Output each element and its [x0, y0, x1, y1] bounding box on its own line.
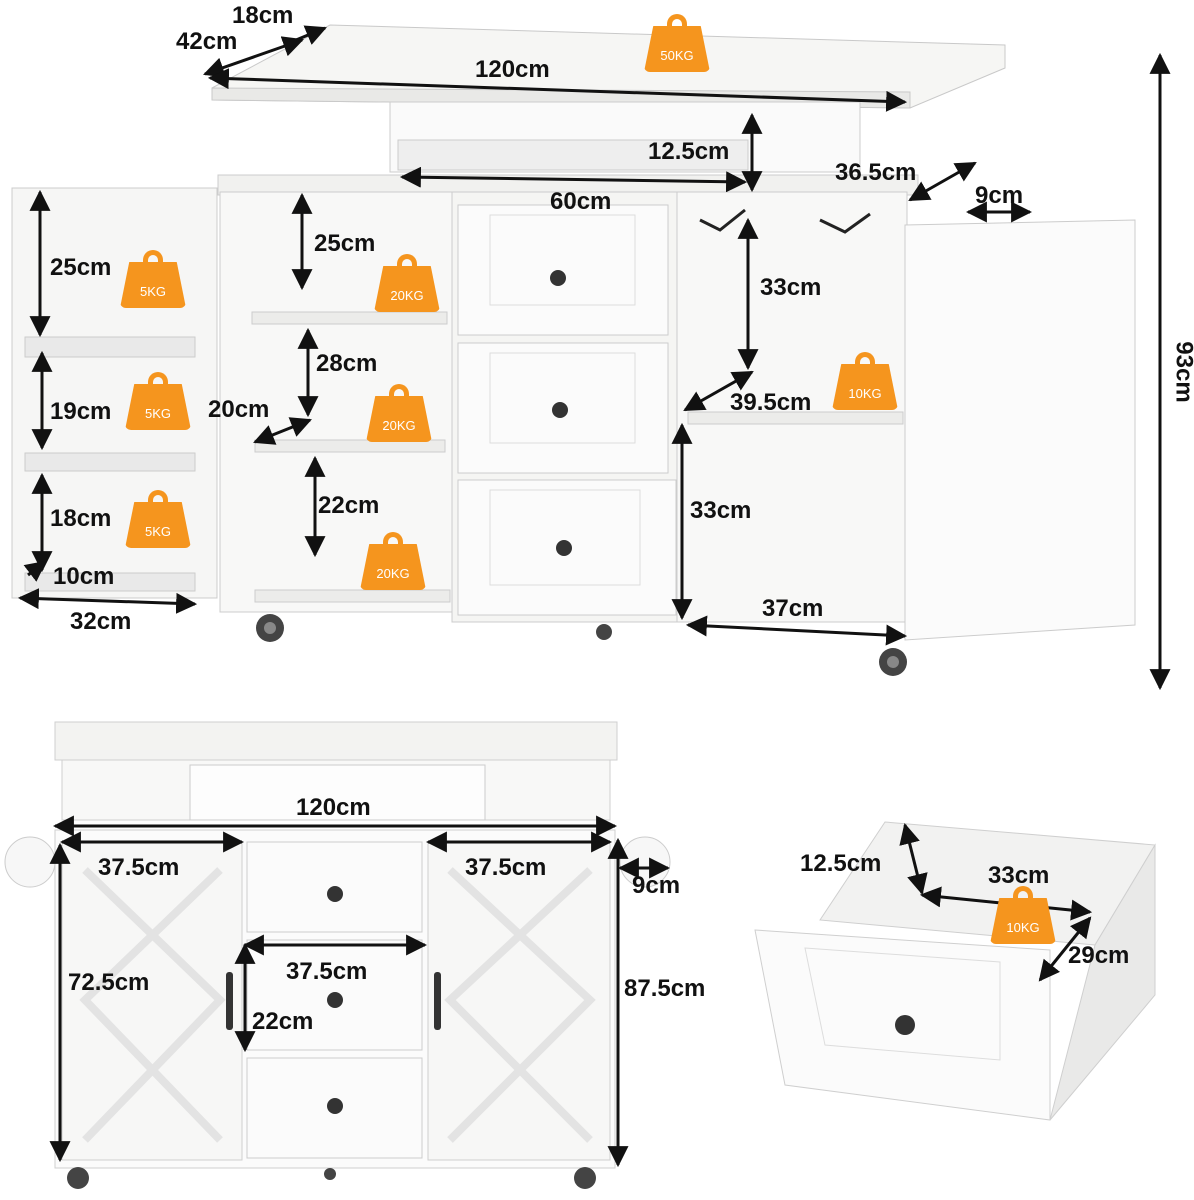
front-dim-width: 120cm — [296, 794, 371, 821]
front-dim-total-height: 87.5cm — [624, 975, 706, 1002]
door-rack-2-load-icon: 5KG — [125, 372, 191, 432]
dim-center-shelf-3: 22cm — [318, 492, 380, 519]
right-shelf-load-icon: 10KG — [832, 352, 898, 412]
dim-right-depth: 39.5cm — [730, 389, 812, 416]
dim-door-width: 32cm — [70, 608, 132, 635]
front-dim-right-cabinet: 37.5cm — [465, 854, 547, 881]
drawer-dim-height: 12.5cm — [800, 850, 882, 877]
front-dim-left-cabinet: 37.5cm — [98, 854, 180, 881]
drawer-2 — [457, 342, 669, 474]
dim-wine-rack-width: 60cm — [550, 188, 612, 215]
dim-center-shelf-1: 25cm — [314, 230, 376, 257]
dim-center-shelf-2: 28cm — [316, 350, 378, 377]
drawer-dim-width: 33cm — [988, 862, 1050, 889]
dim-right-upper: 33cm — [760, 274, 822, 301]
dim-left-door-rack-1: 25cm — [50, 254, 112, 281]
right-door — [904, 219, 1136, 641]
front-dim-door-height: 72.5cm — [68, 969, 150, 996]
island-3d-view — [11, 24, 1136, 676]
dim-wine-rack-height: 12.5cm — [648, 138, 730, 165]
dim-depth: 42cm — [176, 28, 238, 55]
dim-door-rack-depth: 10cm — [53, 563, 115, 590]
dim-height: 93cm — [1170, 341, 1194, 403]
dim-door-rack-2: 19cm — [50, 398, 112, 425]
shelf-1-load-icon: 20KG — [374, 254, 440, 314]
door-rack-1-load-icon: 5KG — [120, 250, 186, 310]
shelf-2-load-icon: 20KG — [366, 384, 432, 444]
dim-center-depth: 20cm — [208, 396, 270, 423]
drawer-1 — [457, 204, 669, 336]
front-dim-drawer-height: 22cm — [252, 1008, 314, 1035]
front-dim-towel-bar: 9cm — [632, 872, 681, 899]
dim-depth-top: 18cm — [232, 2, 294, 29]
dim-door-rack-3: 18cm — [50, 505, 112, 532]
dim-right-lower: 33cm — [690, 497, 752, 524]
front-dim-drawer-width: 37.5cm — [286, 958, 368, 985]
shelf-3-load-icon: 20KG — [360, 532, 426, 592]
front-countertop — [54, 721, 618, 761]
drawer-dim-depth: 29cm — [1068, 942, 1130, 969]
dim-side-shelf: 36.5cm — [835, 159, 917, 186]
dim-towel-bar: 9cm — [975, 182, 1024, 209]
island-front-view — [4, 721, 671, 1189]
dim-right-width: 37cm — [762, 595, 824, 622]
dim-width: 120cm — [475, 56, 550, 83]
top-load-icon: 50KG — [644, 14, 710, 74]
front-left-door — [61, 841, 243, 1161]
drawer-load-icon: 10KG — [990, 886, 1056, 946]
dimension-lines — [17, 25, 1171, 1168]
door-rack-3-load-icon: 5KG — [125, 490, 191, 550]
